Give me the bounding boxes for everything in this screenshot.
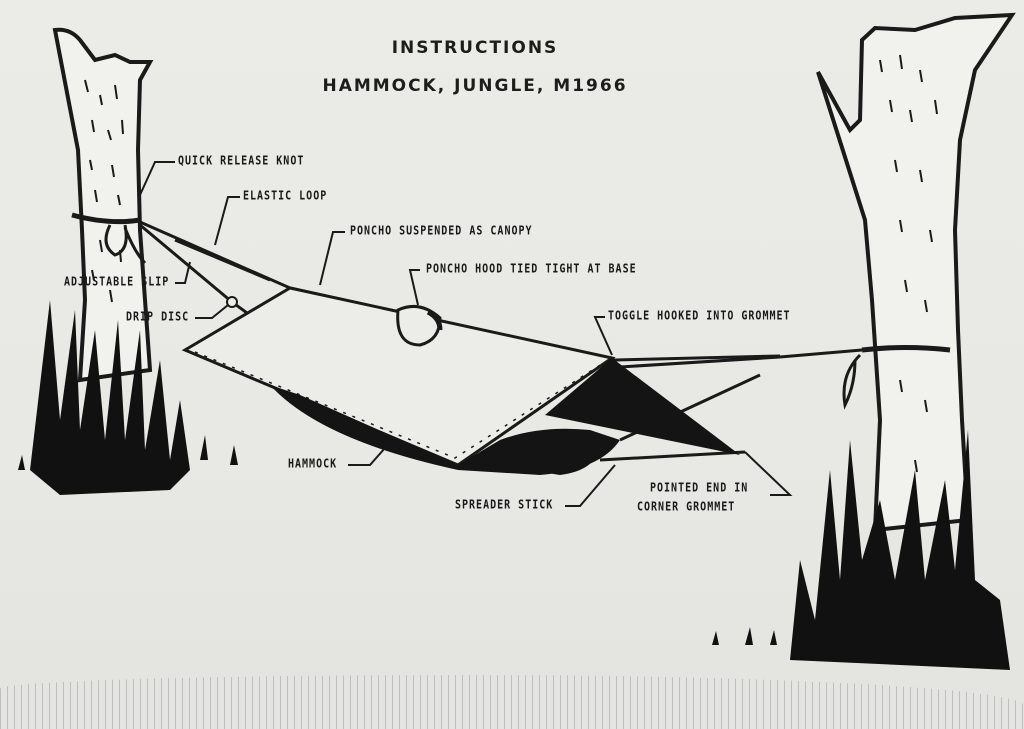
label-hammock: HAMMOCK bbox=[288, 457, 338, 472]
page-title: INSTRUCTIONS bbox=[391, 38, 559, 58]
label-drip-disc: DRIP DISC bbox=[126, 310, 190, 325]
leader-lines bbox=[139, 161, 793, 507]
label-toggle: TOGGLE HOOKED INTO GROMMET bbox=[608, 309, 791, 324]
label-poncho-canopy: PONCHO SUSPENDED AS CANOPY bbox=[350, 224, 533, 239]
label-spreader-stick: SPREADER STICK bbox=[455, 498, 554, 513]
fabric-background bbox=[0, 675, 1024, 729]
page-subtitle: HAMMOCK, JUNGLE, M1966 bbox=[322, 76, 628, 96]
label-poncho-hood: PONCHO HOOD TIED TIGHT AT BASE bbox=[426, 262, 637, 277]
canopy-shadow bbox=[545, 358, 740, 455]
straps bbox=[71, 212, 951, 353]
label-pointed-end-2: CORNER GROMMET bbox=[637, 500, 736, 515]
label-quick-release-knot: QUICK RELEASE KNOT bbox=[178, 154, 305, 169]
right-tree bbox=[816, 12, 1016, 533]
label-pointed-end-1: POINTED END IN bbox=[650, 481, 749, 496]
label-elastic-loop: ELASTIC LOOP bbox=[243, 189, 328, 204]
right-grass bbox=[712, 430, 1010, 670]
poncho-hood bbox=[396, 304, 442, 347]
left-tree bbox=[52, 27, 154, 383]
left-grass bbox=[18, 300, 238, 495]
label-adjustable-slip: ADJUSTABLE SLIP bbox=[64, 275, 170, 290]
